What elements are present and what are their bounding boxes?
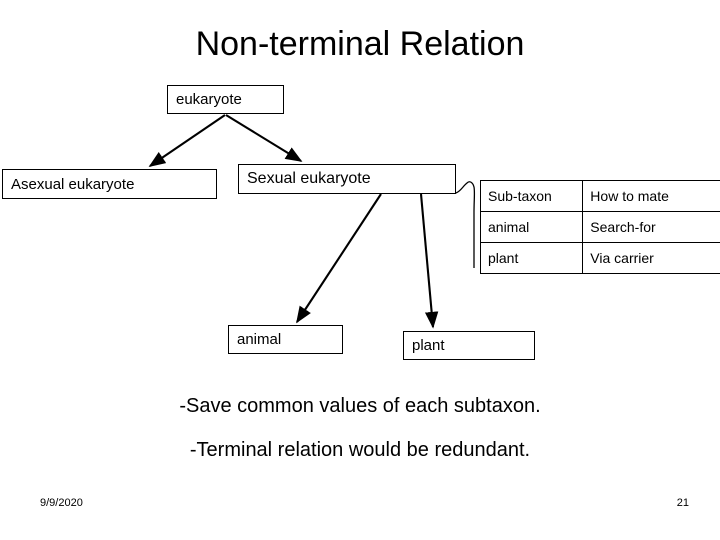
node-eukaryote-label: eukaryote	[176, 91, 242, 108]
edge-sexual-table-squiggle	[455, 181, 476, 268]
table-row: plant Via carrier	[479, 242, 720, 274]
table-row: animal Search-for	[479, 211, 720, 243]
node-sexual-eukaryote[interactable]: Sexual eukaryote	[238, 164, 456, 194]
sub-taxon-table: Sub-taxon How to mate animal Search-for …	[479, 180, 720, 274]
table-cell-how-to-mate-animal: Search-for	[582, 211, 720, 243]
table-header-how-to-mate: How to mate	[582, 180, 720, 212]
page-title: Non-terminal Relation	[195, 25, 525, 63]
edge-sexual-animal	[296, 193, 382, 324]
bullet-terminal-relation-redundant: -Terminal relation would be redundant.	[189, 439, 531, 461]
node-plant-label: plant	[412, 337, 445, 354]
table-cell-sub-taxon-animal: animal	[479, 211, 584, 243]
node-animal-label: animal	[237, 331, 282, 348]
footer-date: 9/9/2020	[40, 497, 83, 509]
node-asexual-eukaryote-label: Asexual eukaryote	[11, 175, 135, 193]
edge-eukaryote-asexual	[148, 114, 226, 167]
node-eukaryote[interactable]: eukaryote	[167, 85, 284, 114]
bullet-save-common-values: -Save common values of each subtaxon.	[179, 395, 541, 417]
table-header-sub-taxon: Sub-taxon	[479, 180, 584, 212]
edge-sexual-plant	[419, 193, 439, 329]
node-animal[interactable]: animal	[228, 325, 343, 354]
node-asexual-eukaryote[interactable]: Asexual eukaryote	[2, 169, 217, 199]
table-header-row: Sub-taxon How to mate	[479, 180, 720, 212]
edge-eukaryote-sexual	[225, 114, 303, 162]
node-plant[interactable]: plant	[403, 331, 535, 360]
footer-page-number: 21	[676, 497, 689, 509]
table-cell-how-to-mate-plant: Via carrier	[582, 242, 720, 274]
table-cell-sub-taxon-plant: plant	[479, 242, 584, 274]
node-sexual-eukaryote-label: Sexual eukaryote	[247, 170, 371, 187]
